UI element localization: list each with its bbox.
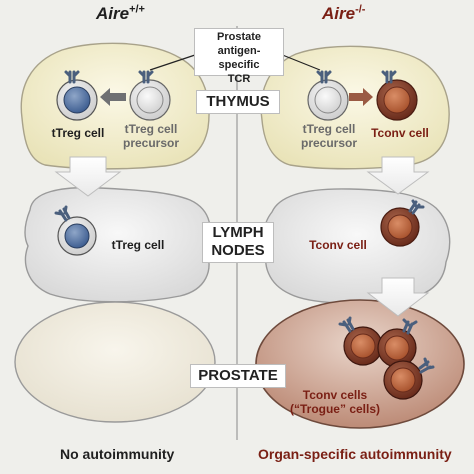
small-arrow-right — [349, 88, 373, 106]
treg-precursor-thymus-left — [129, 70, 171, 121]
treg-cell-lymph-left — [54, 205, 97, 256]
label-tconv-lymph-right: Tconv cell — [309, 238, 367, 252]
small-arrow-left — [100, 88, 126, 106]
label-precursor-thymus-left: tTreg cell precursor — [122, 122, 180, 150]
tconv-cell-lymph-right — [380, 199, 425, 247]
tcr-pointer-left — [149, 53, 199, 71]
label-precursor-thymus-right: tTreg cell precursor — [300, 122, 358, 150]
tconv-cell-prostate-2 — [377, 318, 418, 368]
thymus-left — [20, 42, 210, 170]
thymus-right — [260, 45, 450, 170]
big-arrow-right-2 — [366, 277, 430, 317]
label-tconv-thymus-right: Tconv cell — [371, 126, 429, 140]
tconv-cell-prostate-3 — [383, 357, 435, 400]
header-right-gene: Aire — [322, 4, 356, 23]
prostate-label: PROSTATE — [190, 364, 286, 388]
outcome-right: Organ-specific autoimmunity — [258, 446, 452, 462]
big-arrow-right-1 — [366, 156, 430, 195]
lymph-node-left — [24, 186, 211, 303]
big-arrow-left — [54, 156, 122, 197]
tcr-label-box: Prostate antigen- specific TCR — [194, 28, 284, 85]
treg-precursor-thymus-right — [307, 70, 349, 121]
header-aire-wildtype: Aire+/+ — [96, 4, 145, 24]
outcome-left: No autoimmunity — [60, 446, 175, 462]
treg-cell-thymus-left — [56, 70, 98, 121]
thymus-label: THYMUS — [196, 90, 280, 114]
label-tconv-prostate-right: Tconv cells (“Trogue” cells) — [289, 388, 381, 416]
label-treg-thymus-left: tTreg cell — [51, 126, 105, 140]
header-aire-knockout: Aire-/- — [322, 4, 365, 24]
label-treg-lymph-left: tTreg cell — [111, 238, 165, 252]
prostate-left — [14, 301, 216, 423]
header-left-sup: +/+ — [129, 3, 145, 16]
header-left-gene: Aire — [96, 4, 130, 23]
tcr-pointer-right — [279, 53, 321, 71]
lymph-nodes-label: LYMPH NODES — [202, 222, 274, 263]
header-right-sup: -/- — [355, 3, 366, 16]
tconv-cell-thymus-right — [376, 70, 418, 121]
